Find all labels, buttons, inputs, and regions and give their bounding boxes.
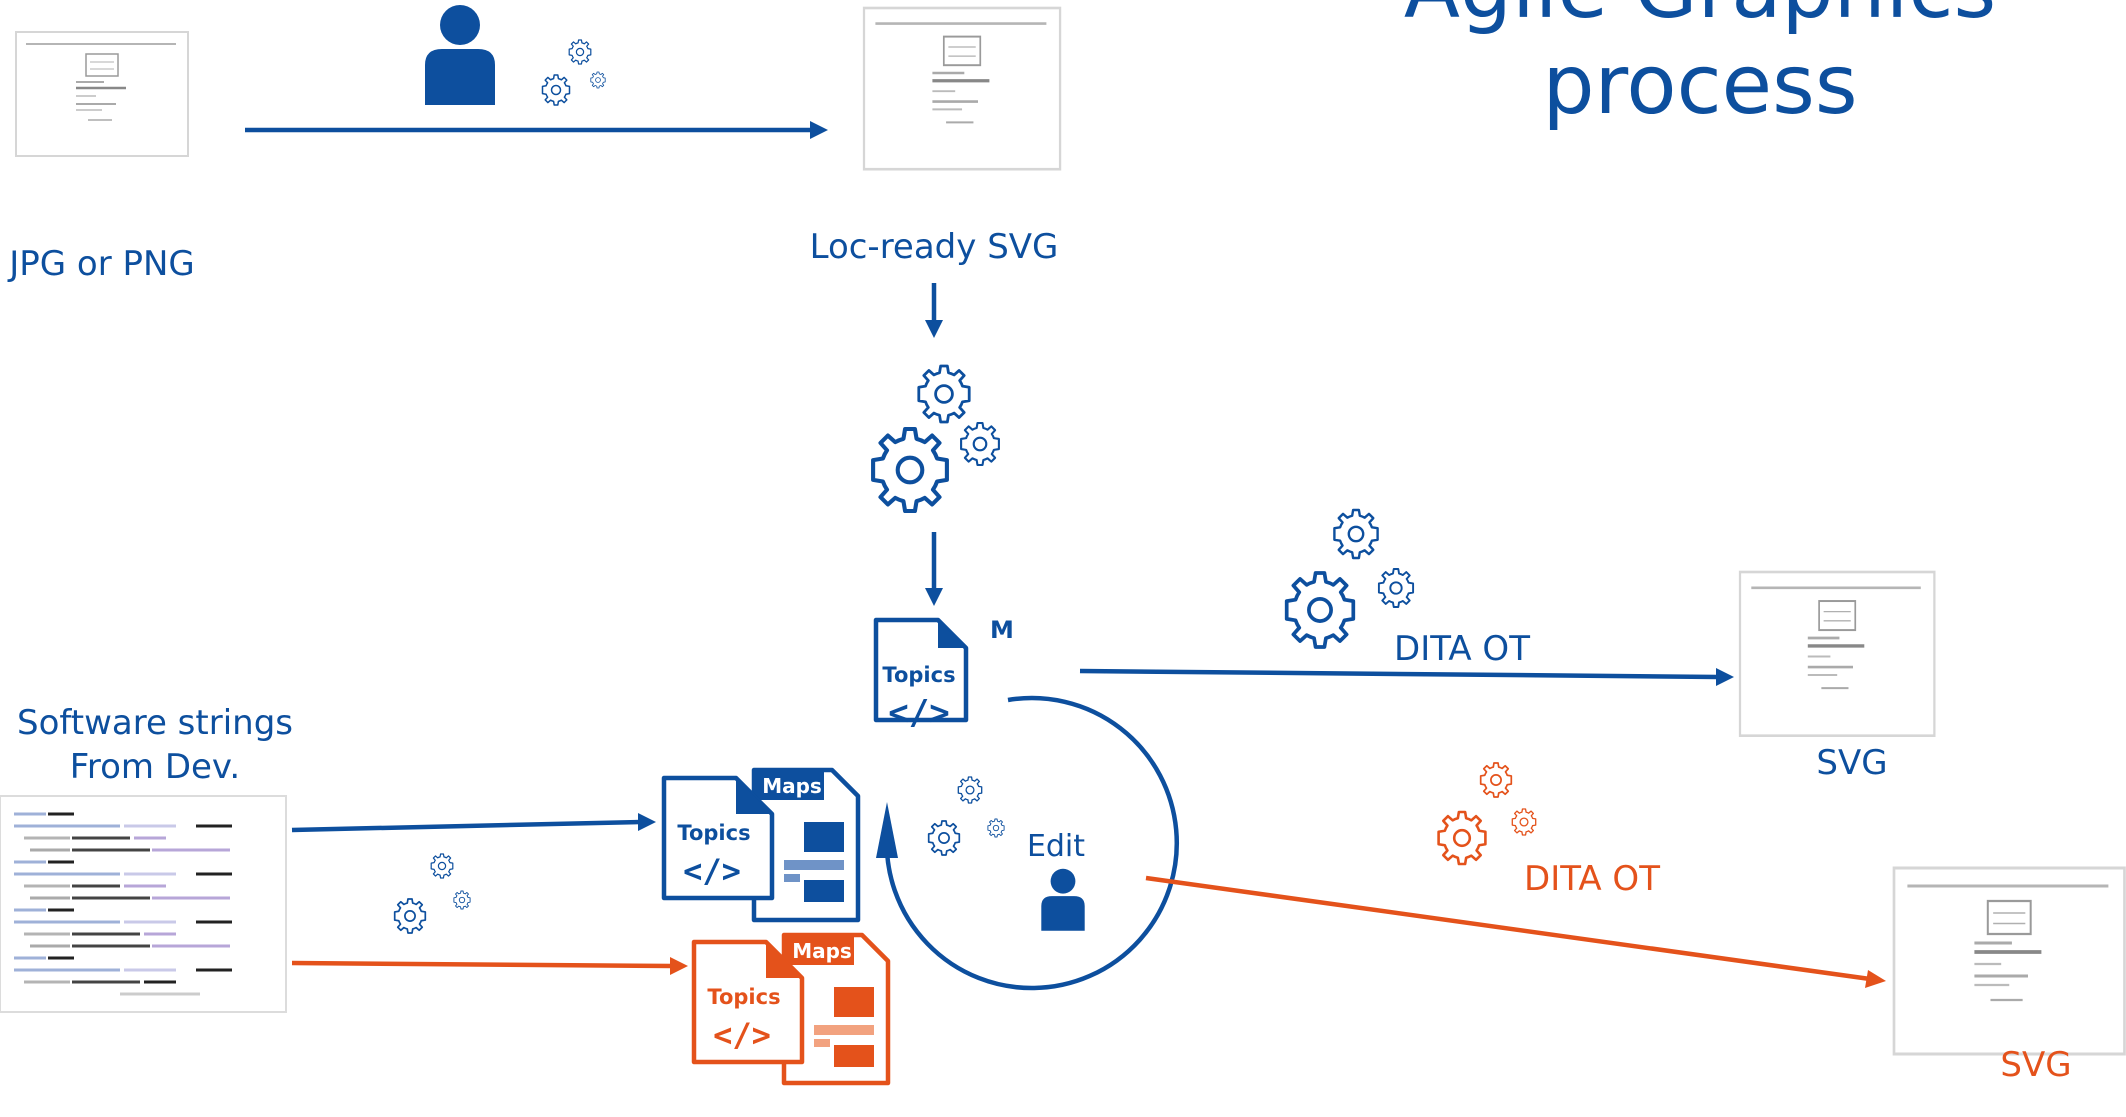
document-topics-icon: Topics </> [661, 775, 775, 901]
software-strings-label-2: From Dev. [70, 747, 240, 787]
doc-topics-label: Topics [677, 821, 750, 845]
dita-ot-blue-label: DITA OT [1394, 629, 1530, 669]
gears-icon [927, 776, 1005, 856]
svg-orange-label: SVG [2000, 1045, 2071, 1085]
doc-code-label: </> [888, 693, 949, 733]
arrow-down-2 [925, 532, 943, 606]
edit-label: Edit [1027, 829, 1085, 864]
loc-ready-thumbnail [862, 6, 1062, 171]
document-maps-icon: Maps [781, 932, 891, 1086]
arrow-strings-orange [291, 957, 688, 975]
gears-icon [873, 364, 1000, 511]
doc-code-label: </> [713, 1016, 771, 1054]
arrow-down-1 [925, 283, 943, 338]
svg-blue-label: SVG [1816, 743, 1887, 783]
doc-code-label: </> [683, 852, 741, 890]
gears-icon [541, 39, 606, 106]
page-title-line2: process [1542, 38, 1858, 133]
dita-ot-orange-label: DITA OT [1524, 859, 1660, 899]
source-images-label: JPG or PNG [7, 244, 195, 284]
arrow-strings-blue [291, 813, 656, 833]
page-title: Agile Graphics process [1300, 0, 2100, 134]
doc-topics-label: Topics [882, 663, 955, 687]
doc-maps-label: Maps [762, 774, 822, 798]
svg-orange-thumbnail [1892, 866, 2126, 1056]
svg-blue-thumbnail [1738, 570, 1937, 738]
document-topics-icon: Topics </> [691, 939, 805, 1065]
gears-icon [1284, 508, 1415, 649]
partial-maps-label: M [990, 616, 1014, 644]
arrow-publish-blue [1079, 668, 1734, 686]
doc-maps-label: Maps [792, 939, 852, 963]
source-thumbnail [14, 30, 190, 158]
person-icon [425, 5, 495, 105]
doc-topics-label: Topics [707, 985, 780, 1009]
gears-icon [393, 853, 471, 934]
cycle-arrow-icon [876, 695, 1179, 991]
page-title-line1: Agile Graphics [1300, 0, 2100, 38]
arrow-publish-orange [1145, 875, 1886, 988]
loc-ready-svg-label: Loc-ready SVG [810, 227, 1059, 267]
person-icon [1041, 868, 1085, 931]
software-strings-label-1: Software strings [17, 703, 293, 743]
gears-icon [1437, 762, 1537, 866]
arrow-convert [245, 121, 828, 139]
software-strings-thumbnail [0, 795, 287, 1013]
document-topics-icon: Topics </> [876, 620, 966, 733]
